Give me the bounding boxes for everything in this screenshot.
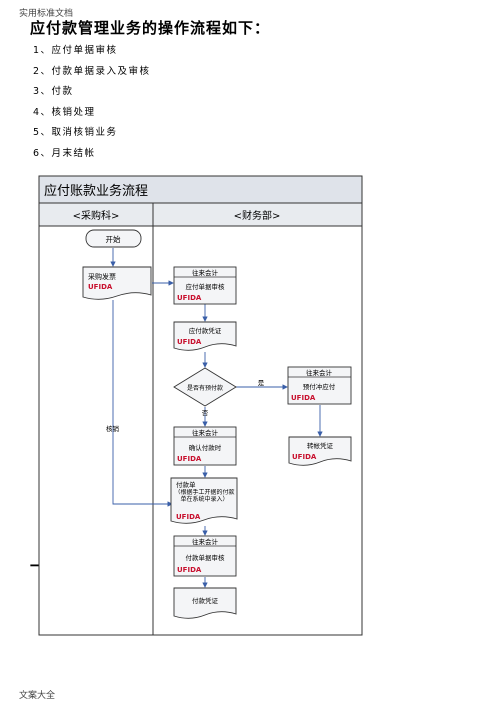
payment-audit-role: 往来会计	[192, 537, 219, 546]
ufida-logo: UFIDA	[177, 566, 202, 574]
flowchart-title: 应付账款业务流程	[44, 183, 148, 199]
confirm-payment-node	[173, 426, 237, 466]
payment-doc-title: 付款单	[176, 480, 196, 489]
ap-audit-label: 应付单据审核	[186, 282, 226, 291]
payment-voucher-doc	[173, 587, 237, 619]
ufida-logo: UFIDA	[292, 453, 317, 461]
page-title: 应付款管理业务的操作流程如下：	[30, 19, 271, 37]
prepay-offset-role: 往来会计	[306, 368, 333, 377]
yes-label: 是	[258, 379, 265, 387]
transfer-voucher-doc	[288, 436, 352, 466]
confirm-payment-role: 往来会计	[192, 428, 219, 437]
payment-audit-label: 付款单据审核	[186, 553, 226, 562]
ufida-logo: UFIDA	[177, 338, 202, 346]
ufida-logo: UFIDA	[291, 394, 316, 402]
list-item: 3、付款	[33, 86, 74, 97]
ap-audit-node	[173, 266, 237, 305]
list-item: 1、应付单据审核	[33, 45, 118, 56]
ap-voucher-doc	[173, 321, 237, 351]
confirm-payment-label: 确认付款时	[189, 443, 222, 452]
payment-doc	[170, 477, 238, 524]
payment-doc-detail: （根据手工开据的付款单在系统中录入）	[174, 489, 235, 503]
start-label: 开始	[106, 234, 121, 244]
payment-audit-node	[173, 535, 237, 577]
list-item: 2、付款单据录入及审核	[33, 65, 151, 77]
document-footer: 文案大全	[19, 691, 56, 701]
connectors	[110, 248, 323, 588]
transfer-voucher-label: 转帐凭证	[307, 441, 334, 450]
ufida-logo: UFIDA	[176, 513, 201, 521]
purchase-invoice-label: 采购发票	[88, 272, 116, 281]
prepay-offset-node	[287, 366, 352, 405]
ap-audit-role: 往来会计	[192, 268, 219, 277]
lane-header-bar	[38, 202, 363, 227]
ufida-logo: UFIDA	[88, 283, 113, 291]
list-item: 4、核销处理	[33, 106, 96, 118]
steps-list: 1、应付单据审核 2、付款单据录入及审核 3、付款 4、核销处理 5、取消核销业…	[33, 44, 151, 167]
document-header: 实用标准文档	[19, 9, 74, 19]
list-item: 6、月末结帐	[33, 147, 96, 159]
flowchart-title-bar	[38, 175, 363, 204]
list-item: 5、取消核销业务	[33, 127, 118, 138]
lane-finance: <财务部>	[234, 209, 281, 222]
ufida-logo: UFIDA	[177, 294, 202, 302]
no-label: 否	[202, 409, 209, 417]
prepay-offset-label: 预付冲应付	[303, 382, 336, 391]
purchase-invoice-doc	[82, 266, 152, 300]
start-node	[85, 229, 142, 248]
prepayment-decision-label: 是否有预付款	[187, 384, 223, 392]
payment-voucher-label: 付款凭证	[192, 596, 219, 605]
ufida-logo: UFIDA	[177, 455, 202, 463]
ap-voucher-label: 应付款凭证	[189, 326, 222, 335]
lane-purchasing: <采购科>	[73, 209, 120, 222]
approve-label: 核销	[106, 424, 120, 433]
prepayment-decision	[173, 367, 237, 407]
